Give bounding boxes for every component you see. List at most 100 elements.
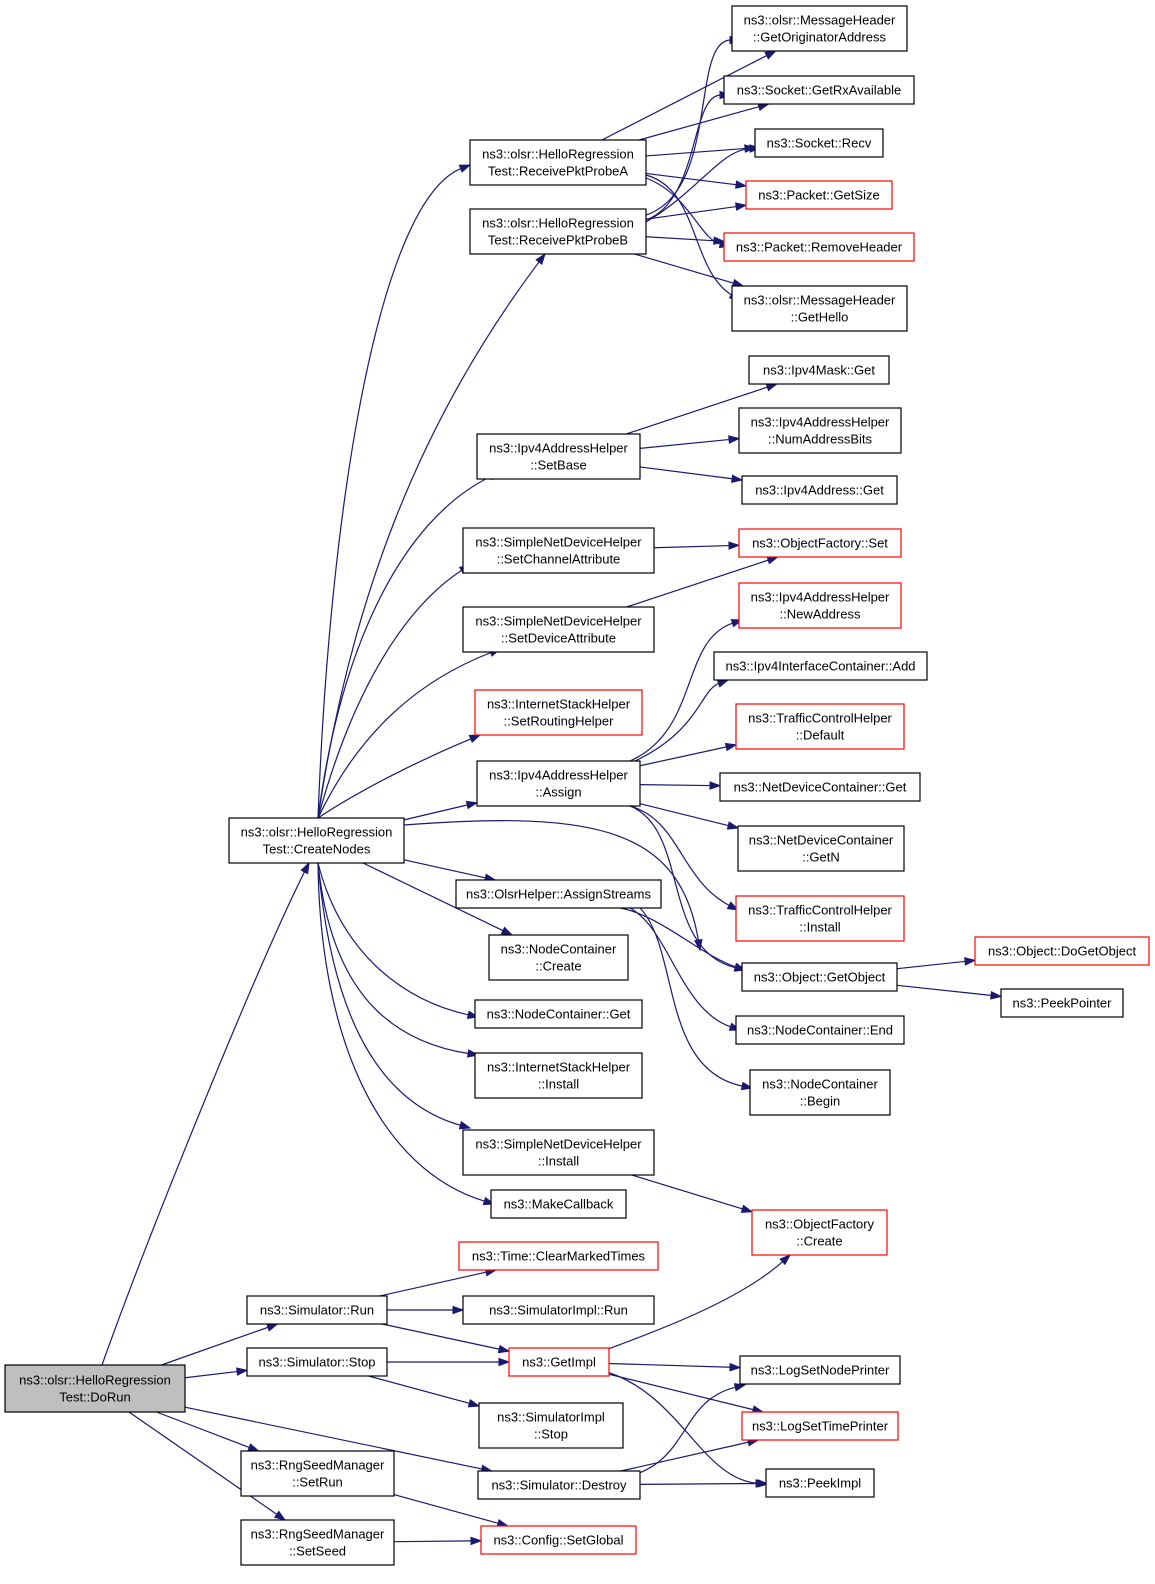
node-lognode[interactable]: ns3::LogSetNodePrinter: [739, 1355, 901, 1385]
edge-createnodes-to-sndhinstall: [317, 862, 472, 1130]
node-label: ns3::TrafficControlHelper: [748, 903, 892, 918]
node-ncget[interactable]: ns3::NodeContainer::Get: [474, 999, 643, 1029]
node-label: ns3::Simulator::Run: [260, 1303, 374, 1318]
edge-line: [634, 682, 720, 762]
node-label: ns3::olsr::MessageHeader: [744, 293, 896, 308]
node-setchan[interactable]: ns3::SimpleNetDeviceHelper::SetChannelAt…: [462, 527, 655, 574]
node-maskget[interactable]: ns3::Ipv4Mask::Get: [748, 355, 890, 385]
arrowhead-icon: [724, 742, 738, 752]
node-label: ns3::ObjectFactory: [765, 1217, 875, 1232]
edge-line: [626, 559, 770, 608]
node-msgorig[interactable]: ns3::olsr::MessageHeader::GetOriginatorA…: [731, 5, 908, 52]
node-pktremove[interactable]: ns3::Packet::RemoveHeader: [723, 232, 915, 262]
edge-simdestroy-to-peekimpl: [639, 1479, 768, 1488]
node-nccreate[interactable]: ns3::NodeContainer::Create: [488, 934, 629, 981]
node-simimplstop[interactable]: ns3::SimulatorImpl::Stop: [478, 1402, 624, 1449]
node-ofcreate[interactable]: ns3::ObjectFactory::Create: [751, 1209, 888, 1256]
edge-getimpl-to-lognode: [608, 1362, 742, 1372]
edge-line: [629, 805, 731, 907]
node-dogetobject[interactable]: ns3::Object::DoGetObject: [974, 936, 1150, 966]
node-simimplrun[interactable]: ns3::SimulatorImpl::Run: [462, 1295, 655, 1325]
node-simstop[interactable]: ns3::Simulator::Stop: [246, 1347, 388, 1377]
edge-line: [608, 1373, 755, 1411]
node-label: ns3::ObjectFactory::Set: [752, 536, 888, 551]
node-pktsize[interactable]: ns3::Packet::GetSize: [745, 180, 893, 210]
node-numbits[interactable]: ns3::Ipv4AddressHelper::NumAddressBits: [738, 407, 902, 454]
node-label: ::Default: [796, 728, 845, 743]
node-ncend[interactable]: ns3::NodeContainer::End: [735, 1015, 905, 1045]
node-setdev[interactable]: ns3::SimpleNetDeviceHelper::SetDeviceAtt…: [462, 606, 655, 653]
edge-assignstreams-to-getobject: [619, 907, 747, 971]
node-setbase[interactable]: ns3::Ipv4AddressHelper::SetBase: [476, 433, 641, 480]
edge-line: [896, 984, 993, 997]
node-setrouting[interactable]: ns3::InternetStackHelper::SetRoutingHelp…: [474, 689, 643, 736]
node-label: ::GetOriginatorAddress: [753, 30, 886, 45]
node-msghello[interactable]: ns3::olsr::MessageHeader::GetHello: [731, 285, 908, 332]
node-box: [469, 208, 647, 255]
edge-line: [645, 147, 752, 223]
edge-sndhinstall-to-ofcreate: [631, 1174, 754, 1213]
function-nodes: ns3::olsr::HelloRegressionTest::DoRunns3…: [4, 5, 1150, 1566]
edge-assign-to-tcdefault: [639, 742, 738, 767]
arrowhead-icon: [740, 1204, 754, 1213]
node-createnodes[interactable]: ns3::olsr::HelloRegressionTest::CreateNo…: [228, 817, 405, 864]
edge-getimpl-to-ofcreate: [599, 1254, 792, 1353]
arrowhead-icon: [468, 734, 482, 744]
node-logtime[interactable]: ns3::LogSetTimePrinter: [741, 1411, 899, 1441]
node-recvA[interactable]: ns3::olsr::HelloRegressionTest::ReceiveP…: [469, 139, 647, 186]
node-simdestroy[interactable]: ns3::Simulator::Destroy: [477, 1470, 641, 1500]
node-label: ns3::Ipv4AddressHelper: [489, 441, 628, 456]
node-makecb[interactable]: ns3::MakeCallback: [490, 1189, 627, 1219]
node-getimpl[interactable]: ns3::GetImpl: [508, 1347, 610, 1377]
arrowhead-icon: [731, 474, 744, 483]
node-ncbegin[interactable]: ns3::NodeContainer::Begin: [749, 1069, 891, 1116]
node-box: [476, 760, 641, 807]
node-sockrx[interactable]: ns3::Socket::GetRxAvailable: [723, 75, 915, 105]
node-ndcget[interactable]: ns3::NetDeviceContainer::Get: [719, 772, 921, 802]
edge-line: [403, 804, 469, 821]
node-box: [246, 1347, 388, 1377]
node-box: [478, 1402, 624, 1449]
node-peekpointer[interactable]: ns3::PeekPointer: [1000, 988, 1124, 1018]
node-newaddr[interactable]: ns3::Ipv4AddressHelper::NewAddress: [738, 582, 902, 629]
node-cfgsetglobal[interactable]: ns3::Config::SetGlobal: [480, 1525, 637, 1555]
node-ifcadd[interactable]: ns3::Ipv4InterfaceContainer::Add: [713, 651, 928, 681]
node-ishinstall[interactable]: ns3::InternetStackHelper::Install: [474, 1052, 643, 1099]
node-box: [748, 355, 890, 385]
node-peekimpl[interactable]: ns3::PeekImpl: [765, 1468, 875, 1498]
edge-setchan-to-ofset: [653, 541, 741, 550]
node-sndhinstall[interactable]: ns3::SimpleNetDeviceHelper::Install: [462, 1129, 655, 1176]
node-sockrecv[interactable]: ns3::Socket::Recv: [754, 128, 884, 158]
node-box: [477, 1470, 641, 1500]
node-label: ::NumAddressBits: [768, 432, 873, 447]
node-getobject[interactable]: ns3::Object::GetObject: [741, 962, 898, 992]
node-box: [474, 999, 643, 1029]
node-label: ns3::SimulatorImpl: [497, 1410, 605, 1425]
node-box: [723, 75, 915, 105]
node-label: ns3::Ipv4AddressHelper: [751, 415, 890, 430]
node-rngsetrun[interactable]: ns3::RngSeedManager::SetRun: [240, 1450, 395, 1497]
node-rngsetseed[interactable]: ns3::RngSeedManager::SetSeed: [240, 1519, 395, 1566]
node-addrget[interactable]: ns3::Ipv4Address::Get: [741, 475, 898, 505]
node-tcinstall[interactable]: ns3::TrafficControlHelper::Install: [735, 895, 905, 942]
node-ofset[interactable]: ns3::ObjectFactory::Set: [738, 528, 902, 558]
node-ndcgetn[interactable]: ns3::NetDeviceContainer::GetN: [737, 825, 905, 872]
edge-setbase-to-numbits: [639, 435, 741, 449]
arrowhead-icon: [236, 1367, 249, 1376]
edge-line: [317, 651, 492, 819]
arrowhead-icon: [964, 957, 977, 966]
node-clearmarked[interactable]: ns3::Time::ClearMarkedTimes: [458, 1241, 659, 1271]
edge-assignstreams-to-ncbegin: [639, 907, 754, 1091]
node-tcdefault[interactable]: ns3::TrafficControlHelper::Default: [735, 703, 905, 750]
edge-recvB-to-pktsize: [645, 202, 748, 220]
edge-line: [645, 174, 733, 296]
node-simrun[interactable]: ns3::Simulator::Run: [246, 1295, 388, 1325]
node-box: [1000, 988, 1124, 1018]
edge-line: [629, 907, 732, 1028]
node-assign[interactable]: ns3::Ipv4AddressHelper::Assign: [476, 760, 641, 807]
node-recvB[interactable]: ns3::olsr::HelloRegressionTest::ReceiveP…: [469, 208, 647, 255]
node-box: [731, 5, 908, 52]
edge-createnodes-to-recvA: [317, 164, 472, 819]
node-assignstreams[interactable]: ns3::OlsrHelper::AssignStreams: [455, 879, 662, 909]
node-box: [474, 689, 643, 736]
